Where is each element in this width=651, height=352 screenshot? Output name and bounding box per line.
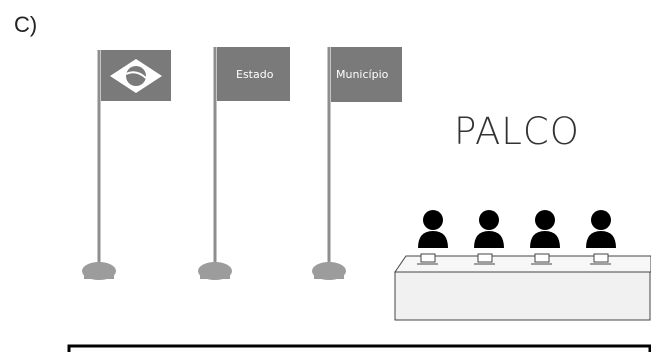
table-nameplate <box>590 253 611 265</box>
head-table <box>394 253 651 321</box>
brazil-flag-icon <box>110 59 162 93</box>
person-icon <box>418 210 448 248</box>
municipal-flag: Município <box>331 47 402 102</box>
person-icon <box>474 210 504 248</box>
table-nameplate <box>531 253 552 265</box>
option-label: C) <box>14 12 38 37</box>
table-nameplate <box>417 253 438 265</box>
stage-label: PALCO <box>454 110 580 153</box>
national-flag <box>101 50 171 101</box>
state-flag-pole <box>198 47 232 280</box>
state-flag: Estado <box>217 47 290 101</box>
bottom-frame <box>67 344 651 352</box>
table-nameplate <box>474 253 495 265</box>
person-icon <box>586 210 616 248</box>
national-flag-pole <box>82 50 116 280</box>
municipal-flag-label: Município <box>336 68 389 81</box>
state-flag-label: Estado <box>236 68 274 81</box>
municipal-flag-pole <box>312 47 346 280</box>
person-icon <box>530 210 560 248</box>
